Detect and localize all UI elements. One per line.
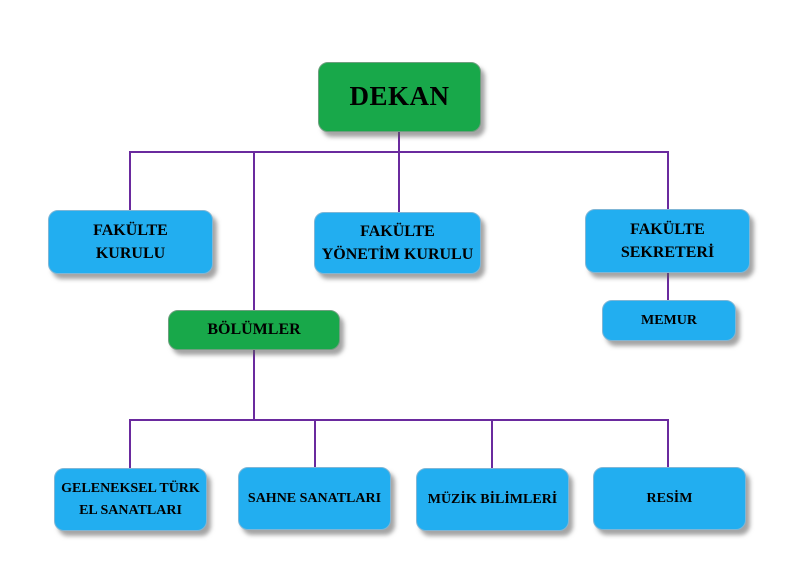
node-fakulte-yonetim-kurulu: FAKÜLTE YÖNETİM KURULU <box>314 212 481 274</box>
node-muzik-bilimleri-label: MÜZİK BİLİMLERİ <box>427 491 558 507</box>
node-fakulte-kurulu-line1: FAKÜLTE <box>93 221 168 239</box>
node-fakulte-sekreteri-line1: FAKÜLTE <box>630 220 705 238</box>
node-resim-label: RESİM <box>646 490 693 506</box>
node-fakulte-kurulu-label: FAKÜLTE KURULU <box>93 219 168 265</box>
node-fakulte-sekreteri-line2: SEKRETERİ <box>620 244 715 261</box>
node-fakulte-yonetim-kurulu-label: FAKÜLTE YÖNETİM KURULU <box>322 220 474 266</box>
node-bolumler-label: BÖLÜMLER <box>207 321 301 339</box>
node-resim: RESİM <box>593 467 746 530</box>
node-bolumler: BÖLÜMLER <box>168 310 340 350</box>
node-dekan-label: DEKAN <box>349 81 450 112</box>
node-fakulte-sekreteri: FAKÜLTE SEKRETERİ <box>585 209 750 273</box>
node-fakulte-kurulu: FAKÜLTE KURULU <box>48 210 213 274</box>
node-memur: MEMUR <box>602 300 736 341</box>
node-sahne-sanatlari-label: SAHNE SANATLARI <box>247 490 382 506</box>
node-fakulte-yonetim-kurulu-line1: FAKÜLTE <box>360 222 435 240</box>
node-geleneksel-label: GELENEKSEL TÜRK EL SANATLARI <box>61 478 200 521</box>
node-dekan: DEKAN <box>318 62 481 132</box>
node-sahne-sanatlari: SAHNE SANATLARI <box>238 467 391 530</box>
node-geleneksel: GELENEKSEL TÜRK EL SANATLARI <box>54 468 207 531</box>
node-fakulte-sekreteri-label: FAKÜLTE SEKRETERİ <box>621 218 714 264</box>
node-muzik-bilimleri: MÜZİK BİLİMLERİ <box>416 468 569 531</box>
node-fakulte-yonetim-kurulu-line2: YÖNETİM KURULU <box>321 246 474 263</box>
node-memur-label: MEMUR <box>641 312 697 328</box>
node-geleneksel-line2: EL SANATLARI <box>79 502 182 518</box>
node-geleneksel-line1: GELENEKSEL TÜRK <box>61 480 200 496</box>
node-fakulte-kurulu-line2: KURULU <box>95 245 166 262</box>
